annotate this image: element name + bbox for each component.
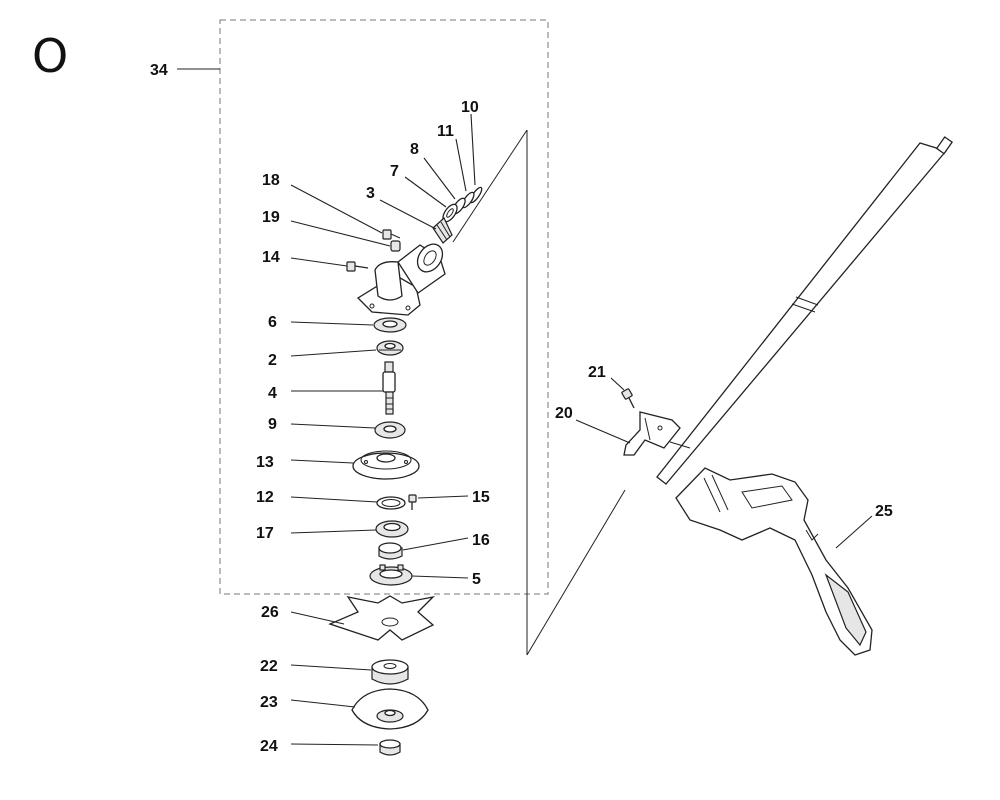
part-23-cup: [351, 688, 429, 730]
callout-13: 13: [256, 454, 274, 471]
callout-26: 26: [261, 604, 279, 621]
callout-8: 8: [410, 141, 419, 158]
part-9-bearing: [374, 421, 406, 439]
part-17-spacer: [375, 520, 409, 538]
callout-20: 20: [555, 405, 573, 422]
part-6-bearing: [373, 317, 407, 333]
part-25-handle: [675, 467, 873, 656]
callout-10: 10: [461, 99, 479, 116]
callout-7: 7: [390, 163, 399, 180]
part-20-handle-bracket: [623, 411, 681, 456]
callout-19: 19: [262, 209, 280, 226]
part-24-nut: [379, 739, 401, 756]
part-14-bolt: [346, 261, 369, 272]
callout-34: 34: [150, 62, 168, 79]
part-2-bevel-gear: [376, 340, 404, 356]
callout-23: 23: [260, 694, 278, 711]
callout-22: 22: [260, 658, 278, 675]
part-4-output-shaft: [382, 361, 396, 415]
callout-16: 16: [472, 532, 490, 549]
callout-6: 6: [268, 314, 277, 331]
part-18-screw: [382, 229, 401, 240]
shaft-break-lines: [452, 129, 626, 656]
callout-15: 15: [472, 489, 490, 506]
callout-24: 24: [260, 738, 278, 755]
callout-11: 11: [437, 123, 454, 140]
callout-9: 9: [268, 416, 277, 433]
part-5-holder: [369, 564, 413, 586]
shaft-tube: [656, 136, 954, 485]
part-21-screw: [621, 388, 635, 409]
callout-5: 5: [472, 571, 481, 588]
part-3-pinion-gear: [432, 217, 453, 244]
assembly-34-boundary: [219, 19, 549, 595]
gear-housing: [356, 243, 446, 316]
part-15-screw: [408, 494, 417, 510]
part-13-cover-plate: [352, 450, 420, 480]
section-marker: O: [32, 29, 68, 83]
callout-17: 17: [256, 525, 274, 542]
part-16-collar: [378, 542, 403, 560]
callout-3: 3: [366, 185, 375, 202]
part-19-washer: [390, 240, 401, 252]
part-26-blade: [328, 595, 435, 641]
callout-12: 12: [256, 489, 274, 506]
callout-18: 18: [262, 172, 280, 189]
callout-14: 14: [262, 249, 280, 266]
callout-4: 4: [268, 385, 277, 402]
callout-25: 25: [875, 503, 893, 520]
callout-2: 2: [268, 352, 277, 369]
part-22-washer: [371, 659, 409, 685]
callout-21: 21: [588, 364, 606, 381]
part-12-circlip: [376, 496, 406, 510]
